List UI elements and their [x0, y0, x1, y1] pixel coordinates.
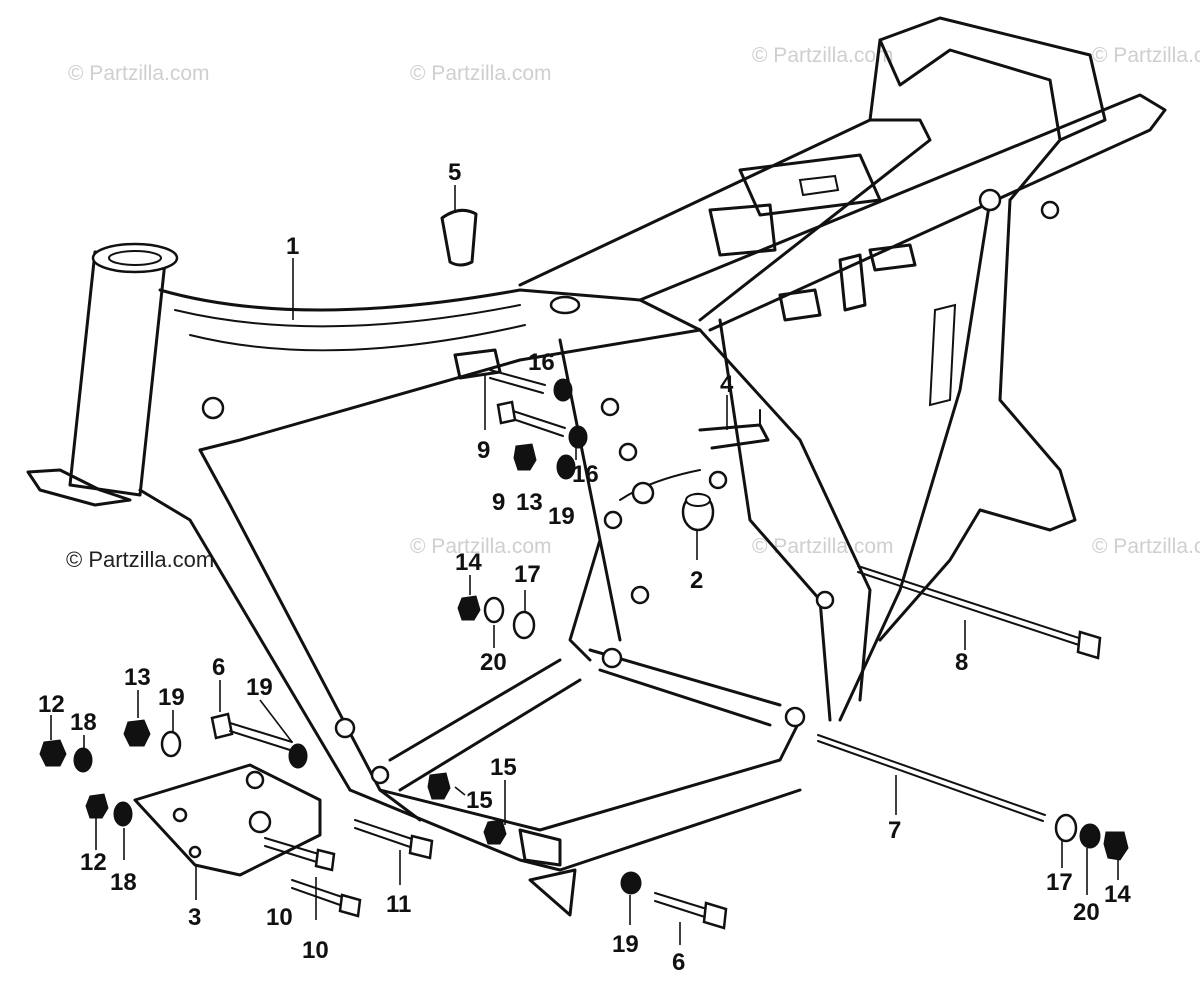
callout-19: 19 — [246, 674, 273, 701]
nuts-and-washers — [39, 378, 642, 895]
callout-14: 14 — [1104, 881, 1131, 908]
watermark: © Partzilla.com — [752, 535, 894, 558]
part-2-collar — [681, 492, 715, 532]
watermark: © Partzilla.com — [410, 535, 552, 558]
callout-9: 9 — [492, 489, 505, 516]
callout-4: 4 — [720, 371, 734, 398]
leader-lines — [50, 185, 1119, 945]
watermark: © Partzilla.com — [68, 62, 210, 85]
callout-18: 18 — [110, 869, 137, 896]
callout-12: 12 — [80, 849, 107, 876]
callout-13: 13 — [124, 664, 151, 691]
callout-17: 17 — [1046, 869, 1073, 896]
part-4-clip — [698, 409, 770, 450]
callout-3: 3 — [188, 904, 201, 931]
callout-16: 16 — [572, 461, 599, 488]
callout-5: 5 — [448, 159, 461, 186]
callout-8: 8 — [955, 649, 968, 676]
callout-14: 14 — [455, 549, 482, 576]
callout-13: 13 — [516, 489, 543, 516]
watermark: © Partzilla.com — [1092, 535, 1200, 558]
watermark-layer: © Partzilla.com © Partzilla.com © Partzi… — [66, 44, 1200, 572]
bolts — [210, 369, 1129, 930]
callout-20: 20 — [480, 649, 507, 676]
watermark: © Partzilla.com — [410, 62, 552, 85]
callout-6: 6 — [212, 654, 225, 681]
callout-2: 2 — [690, 567, 703, 594]
callout-labels: 1 5 4 2 16 16 9 9 13 19 14 17 20 8 7 15 … — [38, 159, 1131, 976]
callout-9: 9 — [477, 437, 490, 464]
callout-11: 11 — [386, 891, 411, 918]
callout-17: 17 — [514, 561, 541, 588]
callout-6: 6 — [672, 949, 685, 976]
callout-16: 16 — [528, 349, 555, 376]
callout-19: 19 — [612, 931, 639, 958]
part-5-pad — [440, 208, 478, 267]
callout-1: 1 — [286, 233, 299, 260]
callout-10: 10 — [266, 904, 293, 931]
callout-7: 7 — [888, 817, 901, 844]
callout-12: 12 — [38, 691, 65, 718]
part-3-hanger-plate — [133, 763, 322, 877]
watermark: © Partzilla.com — [1092, 44, 1200, 67]
callout-18: 18 — [70, 709, 97, 736]
watermark: © Partzilla.com — [66, 547, 214, 572]
callout-19: 19 — [548, 503, 575, 530]
callout-10: 10 — [302, 937, 329, 964]
callout-19: 19 — [158, 684, 185, 711]
callout-15: 15 — [466, 787, 493, 814]
watermark: © Partzilla.com — [752, 44, 894, 67]
callout-20: 20 — [1073, 899, 1100, 926]
callout-15: 15 — [490, 754, 517, 781]
